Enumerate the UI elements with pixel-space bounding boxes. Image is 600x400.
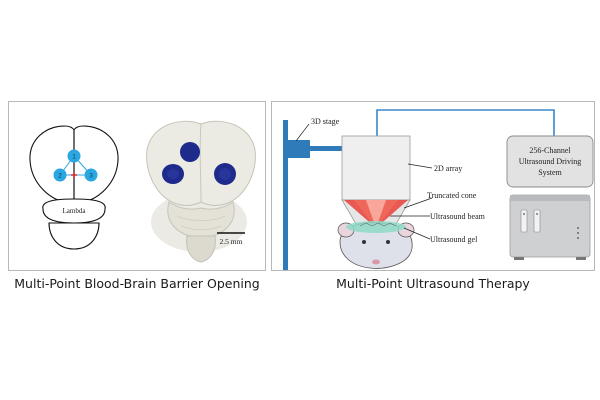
left-hemisphere-outline [29,125,75,204]
lambda-label: Lambda [63,207,87,215]
targeting-points: 1 2 3 [53,149,98,182]
array-label: 2D array [434,164,462,173]
ultrasound-therapy-panel: 3D stage 2D array Truncated cone Ultraso… [271,101,595,271]
target-point-2-label: 2 [58,173,62,180]
array-pointer [407,163,433,169]
brainstem [186,235,216,263]
gel-label: Ultrasound gel [430,235,478,244]
driving-system-label-line3: System [538,168,562,177]
target-point-1 [67,149,81,163]
midline-fissure [199,123,202,203]
brain-schematic [29,125,119,250]
ultrasound-therapy-caption: Multi-Point Ultrasound Therapy [336,276,530,291]
3d-stage [283,120,342,270]
stage-block [288,140,310,158]
stage-vertical-rail [283,120,288,270]
cone-label: Truncated cone [427,191,477,200]
brain-photo [146,120,256,263]
cone-pointer [403,197,433,209]
ultrasound-beam [344,200,408,228]
scale-bar-label: 2.5 mm [220,237,243,246]
control-cable [376,109,555,136]
lambda-region-outline [42,198,106,224]
center-marker [71,172,77,178]
gel-pointer [403,227,431,240]
driving-system-label-line2: Ultrasound Driving [519,157,581,166]
driving-system-box [506,135,594,188]
target-point-1-label: 1 [72,154,76,161]
target-point-2 [53,168,67,182]
hardware-slot-1 [520,209,528,233]
ultrasound-gel [346,221,406,233]
target-point-3-label: 3 [89,173,93,180]
target-point-3 [84,168,98,182]
cerebellum-folds [176,215,226,231]
mouse-illustration [337,221,415,269]
ultrasound-setup-figure: 3D stage 2D array Truncated cone Ultraso… [283,109,594,270]
dye-spot-top [180,142,200,162]
driving-hardware [509,194,591,260]
stage-label: 3D stage [311,117,340,126]
beam-label: Ultrasound beam [430,212,486,221]
bbb-opening-panel: Lambda 1 2 3 2. [8,101,266,271]
2d-array [341,135,411,201]
bbb-opening-figure: Lambda 1 2 3 2. [29,120,256,263]
stage-pointer [295,123,310,142]
cerebellum-photo [167,201,235,239]
cerebellum-outline [48,222,100,250]
bbb-opening-caption: Multi-Point Blood-Brain Barrier Opening [14,276,260,291]
stage-arm [310,146,342,151]
hardware-slot-2 [533,209,541,233]
driving-system-label-line1: 256-Channel [529,146,571,155]
right-hemisphere-outline [73,125,119,204]
